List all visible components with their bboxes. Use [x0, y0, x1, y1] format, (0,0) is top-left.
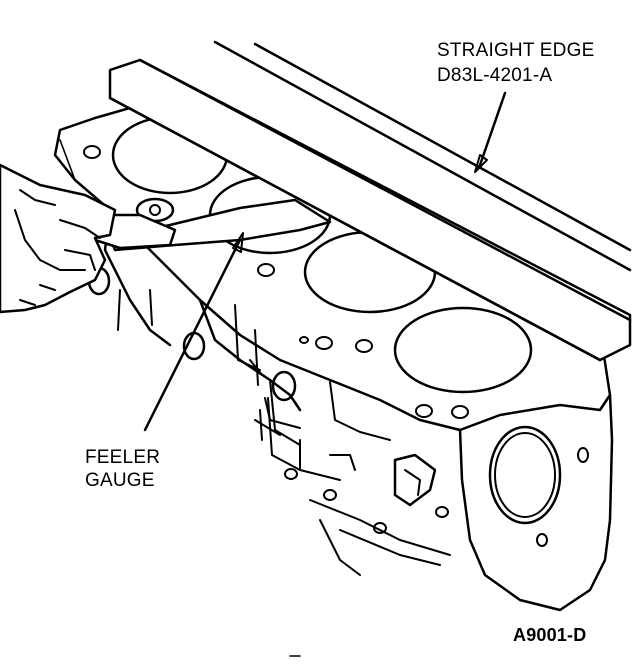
figure-id: A9001-D: [513, 625, 587, 645]
feeler-gauge-leader: [143, 238, 242, 432]
technician-hand: [0, 163, 117, 314]
straight-edge: [108, 40, 632, 362]
feeler-gauge-label-line2: GAUGE: [85, 470, 155, 491]
block-side: [87, 208, 614, 612]
feeler-gauge: [93, 197, 332, 252]
straight-edge-part-number: D83L-4201-A: [437, 65, 553, 86]
straight-edge-leader: [478, 91, 507, 167]
deck-holes: [83, 145, 469, 419]
feeler-gauge-label-line1: FEELER: [85, 447, 161, 468]
straight-edge-label: STRAIGHT EDGE: [437, 40, 595, 61]
cylinder-bore-4: [393, 306, 533, 394]
rear-bore: [488, 425, 562, 525]
leader-lines: [143, 91, 507, 432]
